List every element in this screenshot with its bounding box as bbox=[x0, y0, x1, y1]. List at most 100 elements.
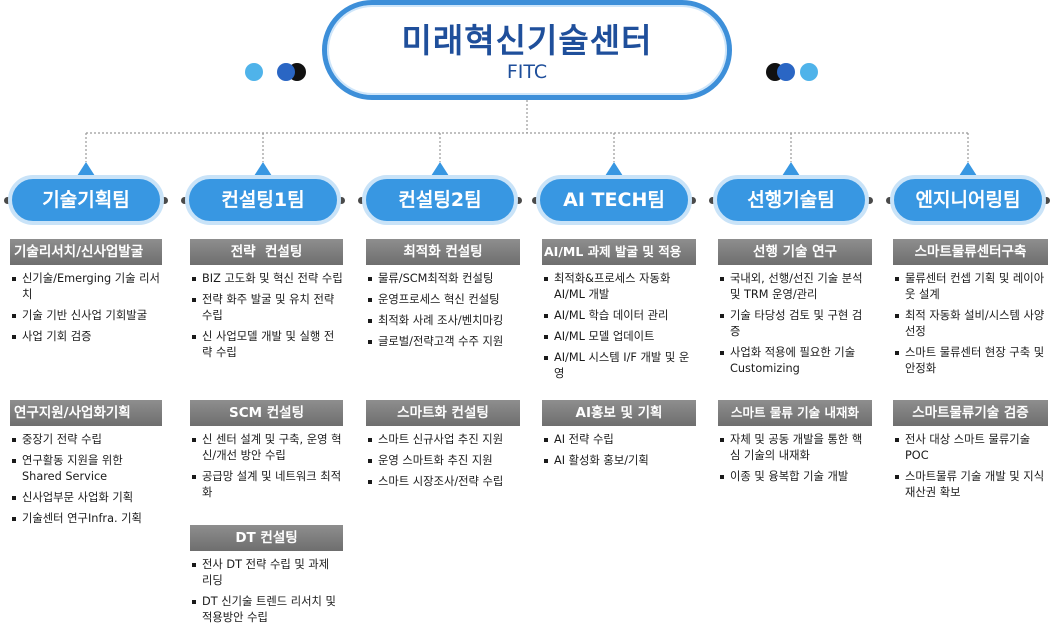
section-card: 기술리서치/신사업발굴 신기술/Emerging 기술 리서치 기술 기반 신사… bbox=[10, 239, 162, 350]
list-item: 신사업부문 사업화 기획 bbox=[10, 490, 162, 506]
list-item: 최적 자동화 설비/시스템 사양 선정 bbox=[893, 308, 1048, 340]
section-list: 신기술/Emerging 기술 리서치 기술 기반 신사업 기회발굴 사업 기회… bbox=[10, 271, 162, 345]
decor-dot-left-1 bbox=[245, 63, 263, 81]
section-card: 스마트화 컨설팅 스마트 신규사업 추진 지원 운영 스마트화 추진 지원 스마… bbox=[366, 400, 520, 495]
section-header: AI홍보 및 기획 bbox=[542, 400, 696, 426]
list-item: 이종 및 융복합 기술 개발 bbox=[718, 469, 872, 485]
list-item: 전사 DT 전략 수립 및 과제 리딩 bbox=[190, 557, 343, 589]
team-pointer bbox=[431, 162, 449, 176]
section-header: 선행 기술 연구 bbox=[718, 239, 872, 265]
list-item: 신기술/Emerging 기술 리서치 bbox=[10, 271, 162, 303]
section-list: 스마트 신규사업 추진 지원 운영 스마트화 추진 지원 스마트 시장조사/전략… bbox=[366, 432, 520, 490]
section-header: 스마트물류센터구축 bbox=[893, 239, 1048, 265]
list-item: 중장기 전략 수립 bbox=[10, 432, 162, 448]
list-item: 전략 화주 발굴 및 유치 전략 수립 bbox=[190, 292, 343, 324]
section-list: 중장기 전략 수립 연구활동 지원을 위한 Shared Service 신사업… bbox=[10, 432, 162, 527]
section-card: 전략 컨설팅 BIZ 고도화 및 혁신 전략 수립 전략 화주 발굴 및 유치 … bbox=[190, 239, 343, 366]
team-edge-dot bbox=[886, 197, 893, 204]
team-pointer bbox=[605, 162, 623, 176]
section-header: 전략 컨설팅 bbox=[190, 239, 343, 265]
list-item: 운영프로세스 혁신 컨설팅 bbox=[366, 292, 520, 308]
list-item: 신 센터 설계 및 구축, 운영 혁신/개선 방안 수립 bbox=[190, 432, 343, 464]
list-item: AI/ML 학습 데이터 관리 bbox=[542, 308, 696, 324]
decor-dot-left-3 bbox=[277, 63, 295, 81]
team-pointer bbox=[77, 162, 95, 176]
section-header: DT 컨설팅 bbox=[190, 525, 343, 551]
section-list: AI 전략 수립 AI 활성화 홍보/기획 bbox=[542, 432, 696, 469]
section-header: 스마트 물류 기술 내재화 bbox=[718, 400, 872, 426]
team-advanced-tech: 선행기술팀 bbox=[713, 175, 869, 225]
team-consulting-1: 컨설팅1팀 bbox=[185, 175, 341, 225]
section-card: AI홍보 및 기획 AI 전략 수립 AI 활성화 홍보/기획 bbox=[542, 400, 696, 474]
team-pointer bbox=[959, 162, 977, 176]
section-list: 물류/SCM최적화 컨설팅 운영프로세스 혁신 컨설팅 최적화 사례 조사/벤치… bbox=[366, 271, 520, 350]
section-header: 연구지원/사업화기획 bbox=[10, 400, 162, 426]
list-item: AI 활성화 홍보/기획 bbox=[542, 453, 696, 469]
section-list: 물류센터 컨셉 기획 및 레이아웃 설계 최적 자동화 설비/시스템 사양 선정… bbox=[893, 271, 1048, 377]
team-edge-dot bbox=[515, 197, 522, 204]
list-item: 스마트 시장조사/전략 수립 bbox=[366, 474, 520, 490]
team-edge-dot bbox=[532, 197, 539, 204]
list-item: 물류센터 컨셉 기획 및 레이아웃 설계 bbox=[893, 271, 1048, 303]
section-list: 국내외, 선행/선진 기술 분석 및 TRM 운영/관리 기술 타당성 검토 및… bbox=[718, 271, 872, 377]
list-item: 기술 타당성 검토 및 구현 검증 bbox=[718, 308, 872, 340]
decor-dot-right-2 bbox=[777, 63, 795, 81]
section-card: 선행 기술 연구 국내외, 선행/선진 기술 분석 및 TRM 운영/관리 기술… bbox=[718, 239, 872, 382]
list-item: 연구활동 지원을 위한 Shared Service bbox=[10, 453, 162, 485]
list-item: 스마트물류 기술 개발 및 지식 재산권 확보 bbox=[893, 469, 1048, 501]
team-edge-dot bbox=[4, 197, 11, 204]
section-card: AI/ML 과제 발굴 및 적용 최적화&프로세스 자동화 AI/ML 개발 A… bbox=[542, 239, 696, 387]
list-item: 기술센터 연구Infra. 기획 bbox=[10, 511, 162, 527]
list-item: 글로벌/전략고객 수주 지원 bbox=[366, 334, 520, 350]
team-tech-planning: 기술기획팀 bbox=[8, 175, 164, 225]
list-item: 스마트 물류센터 현장 구축 및 안정화 bbox=[893, 345, 1048, 377]
list-item: 최적화 사례 조사/벤치마킹 bbox=[366, 313, 520, 329]
team-edge-dot bbox=[161, 197, 168, 204]
section-list: 전사 대상 스마트 물류기술 POC 스마트물류 기술 개발 및 지식 재산권 … bbox=[893, 432, 1048, 501]
list-item: AI 전략 수립 bbox=[542, 432, 696, 448]
list-item: 공급망 설계 및 네트워크 최적화 bbox=[190, 469, 343, 501]
section-list: 최적화&프로세스 자동화 AI/ML 개발 AI/ML 학습 데이터 관리 AI… bbox=[542, 271, 696, 382]
team-edge-dot bbox=[338, 197, 345, 204]
section-list: BIZ 고도화 및 혁신 전략 수립 전략 화주 발굴 및 유치 전략 수립 신… bbox=[190, 271, 343, 361]
section-card: 최적화 컨설팅 물류/SCM최적화 컨설팅 운영프로세스 혁신 컨설팅 최적화 … bbox=[366, 239, 520, 355]
section-list: 신 센터 설계 및 구축, 운영 혁신/개선 방안 수립 공급망 설계 및 네트… bbox=[190, 432, 343, 501]
list-item: 신 사업모델 개발 및 실행 전략 수립 bbox=[190, 329, 343, 361]
section-header: 스마트물류기술 검증 bbox=[893, 400, 1048, 426]
section-card: 스마트물류센터구축 물류센터 컨셉 기획 및 레이아웃 설계 최적 자동화 설비… bbox=[893, 239, 1048, 382]
section-header: 최적화 컨설팅 bbox=[366, 239, 520, 265]
list-item: 기술 기반 신사업 기회발굴 bbox=[10, 308, 162, 324]
list-item: DT 신기술 트렌드 리서치 및 적용방안 수립 bbox=[190, 594, 343, 626]
section-card: SCM 컨설팅 신 센터 설계 및 구축, 운영 혁신/개선 방안 수립 공급망… bbox=[190, 400, 343, 506]
center-title: 미래혁신기술센터 bbox=[401, 21, 653, 60]
team-edge-dot bbox=[1043, 197, 1050, 204]
section-card: 스마트 물류 기술 내재화 자체 및 공동 개발을 통한 핵심 기술의 내재화 … bbox=[718, 400, 872, 490]
section-header: SCM 컨설팅 bbox=[190, 400, 343, 426]
team-consulting-2: 컨설팅2팀 bbox=[362, 175, 518, 225]
list-item: 국내외, 선행/선진 기술 분석 및 TRM 운영/관리 bbox=[718, 271, 872, 303]
list-item: 사업화 적용에 필요한 기술 Customizing bbox=[718, 345, 872, 377]
team-engineering: 엔지니어링팀 bbox=[890, 175, 1046, 225]
list-item: 스마트 신규사업 추진 지원 bbox=[366, 432, 520, 448]
section-header: 기술리서치/신사업발굴 bbox=[10, 239, 162, 265]
list-item: BIZ 고도화 및 혁신 전략 수립 bbox=[190, 271, 343, 287]
section-header: AI/ML 과제 발굴 및 적용 bbox=[542, 239, 696, 265]
team-edge-dot bbox=[358, 197, 365, 204]
list-item: 운영 스마트화 추진 지원 bbox=[366, 453, 520, 469]
team-edge-dot bbox=[709, 197, 716, 204]
section-list: 전사 DT 전략 수립 및 과제 리딩 DT 신기술 트렌드 리서치 및 적용방… bbox=[190, 557, 343, 626]
section-header: 스마트화 컨설팅 bbox=[366, 400, 520, 426]
team-edge-dot bbox=[866, 197, 873, 204]
team-edge-dot bbox=[181, 197, 188, 204]
list-item: AI/ML 모델 업데이트 bbox=[542, 329, 696, 345]
decor-dot-right-3 bbox=[800, 63, 818, 81]
team-pointer bbox=[782, 162, 800, 176]
center-title-box: 미래혁신기술센터 FITC bbox=[322, 0, 732, 100]
team-ai-tech: AI TECH팀 bbox=[536, 175, 692, 225]
list-item: AI/ML 시스템 I/F 개발 및 운영 bbox=[542, 350, 696, 382]
section-card: 연구지원/사업화기획 중장기 전략 수립 연구활동 지원을 위한 Shared … bbox=[10, 400, 162, 532]
list-item: 사업 기회 검증 bbox=[10, 329, 162, 345]
team-pointer bbox=[254, 162, 272, 176]
section-list: 자체 및 공동 개발을 통한 핵심 기술의 내재화 이종 및 융복합 기술 개발 bbox=[718, 432, 872, 485]
